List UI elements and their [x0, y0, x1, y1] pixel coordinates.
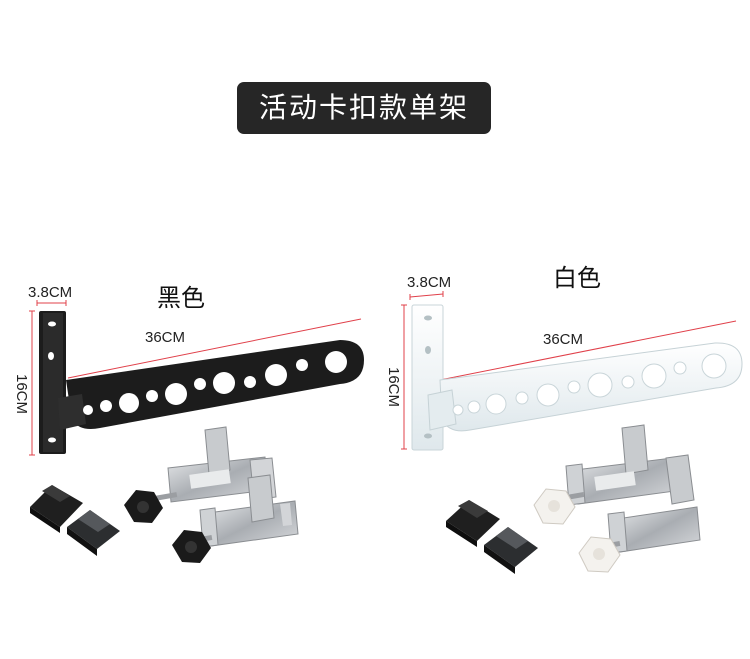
black-color-label: 黑色: [157, 284, 205, 312]
white-end-cap-2: [484, 527, 538, 574]
white-end-cap-1: [446, 500, 500, 547]
black-end-cap-1: [30, 485, 83, 533]
white-clamp-2: [578, 454, 701, 573]
white-clamp-1: [533, 424, 676, 525]
title-banner: 活动卡扣款单架: [237, 82, 491, 134]
white-length-label: 36CM: [543, 331, 584, 348]
black-clamp-2: [172, 474, 299, 563]
white-dimension-lines: [401, 291, 737, 450]
black-length-label: 36CM: [145, 329, 186, 346]
white-color-label: 白色: [553, 264, 601, 292]
white-hanger-arm: [427, 342, 743, 432]
black-clamp-1: [124, 426, 277, 523]
black-width-label: 3.8CM: [28, 284, 73, 301]
black-hanger-arm: [58, 340, 364, 430]
white-width-label: 3.8CM: [407, 274, 452, 291]
black-end-cap-2: [67, 510, 120, 556]
black-dimension-lines: [29, 300, 362, 456]
black-wall-plate: [39, 311, 66, 454]
